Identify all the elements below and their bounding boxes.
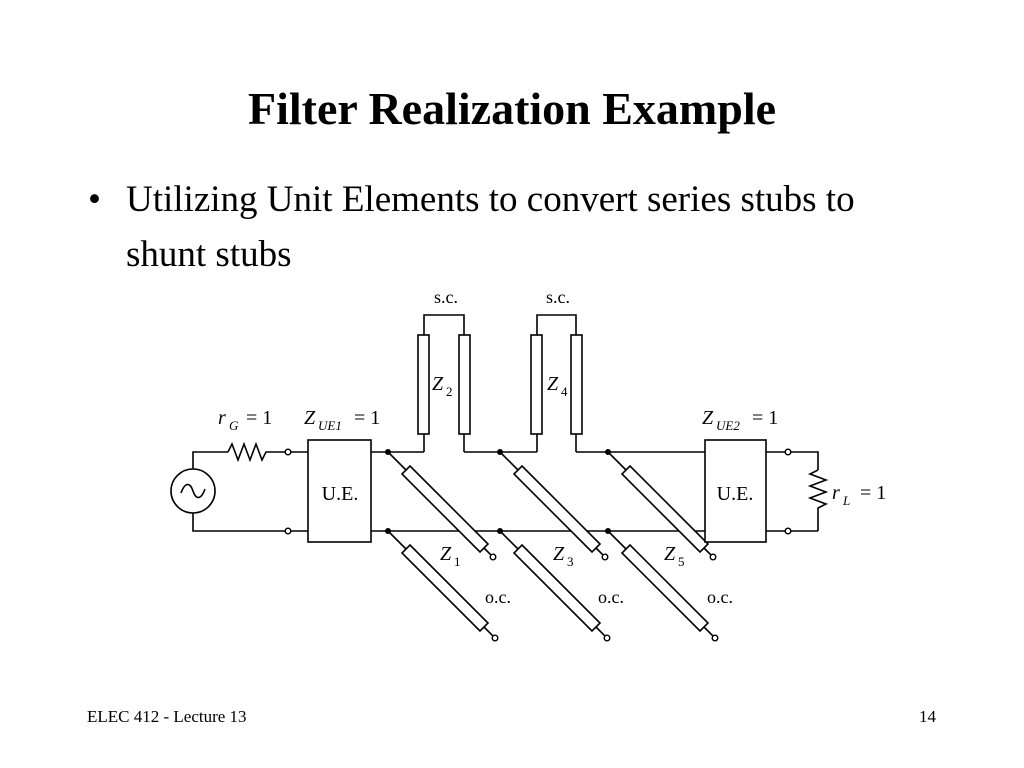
svg-text:5: 5 (678, 554, 685, 569)
footer-page-number: 14 (919, 707, 936, 726)
svg-text:3: 3 (567, 554, 574, 569)
svg-text:Z: Z (304, 407, 316, 429)
svg-text:G: G (229, 418, 239, 433)
shunt-stub-z3: Z 3 o.c. (497, 449, 624, 642)
svg-text:L: L (842, 493, 850, 508)
bullet-list: • Utilizing Unit Elements to convert ser… (88, 172, 928, 282)
svg-text:1: 1 (454, 554, 461, 569)
svg-text:o.c.: o.c. (598, 587, 624, 607)
series-stub-z2: Z 2 s.c. (417, 287, 471, 452)
svg-text:U.E.: U.E. (717, 483, 754, 505)
svg-text:Z: Z (702, 407, 714, 429)
svg-text:o.c.: o.c. (485, 587, 511, 607)
svg-text:Z: Z (664, 543, 676, 565)
svg-text:s.c.: s.c. (434, 287, 458, 307)
svg-text:r: r (218, 407, 226, 429)
footer-course: ELEC 412 - Lecture 13 (87, 707, 247, 726)
svg-text:4: 4 (561, 384, 568, 399)
svg-text:= 1: = 1 (752, 407, 778, 429)
series-stub-z4: Z 4 s.c. (530, 287, 583, 452)
load-label: r L = 1 (832, 482, 886, 508)
load-resistor (284, 448, 829, 535)
generator-label: r G = 1 (218, 407, 272, 433)
svg-text:UE1: UE1 (318, 418, 342, 433)
svg-text:o.c.: o.c. (707, 587, 733, 607)
unit-element-2: U.E. (704, 439, 767, 543)
svg-text:r: r (832, 482, 840, 504)
svg-text:= 1: = 1 (860, 482, 886, 504)
bullet-dot-icon: • (88, 179, 101, 220)
slide-title: Filter Realization Example (247, 83, 777, 134)
generator-source (170, 441, 288, 532)
svg-text:Z: Z (432, 373, 444, 395)
svg-text:Z: Z (440, 543, 452, 565)
unit-element-1: U.E. (307, 439, 372, 543)
svg-text:s.c.: s.c. (546, 287, 570, 307)
svg-text:2: 2 (446, 384, 453, 399)
shunt-stub-z5: Z 5 o.c. (605, 449, 733, 642)
svg-text:Z: Z (547, 373, 559, 395)
shunt-stub-z1: Z 1 o.c. (385, 449, 511, 642)
svg-text:UE2: UE2 (716, 418, 740, 433)
sine-wave-icon (180, 483, 206, 499)
svg-text:= 1: = 1 (246, 407, 272, 429)
ue2-impedance-label: Z UE2 = 1 (702, 407, 778, 433)
bullet-item: • Utilizing Unit Elements to convert ser… (88, 172, 928, 282)
svg-text:Z: Z (553, 543, 565, 565)
svg-text:U.E.: U.E. (322, 483, 359, 505)
ue1-impedance-label: Z UE1 = 1 (304, 407, 380, 433)
bullet-text: Utilizing Unit Elements to convert serie… (126, 179, 855, 275)
svg-text:= 1: = 1 (354, 407, 380, 429)
